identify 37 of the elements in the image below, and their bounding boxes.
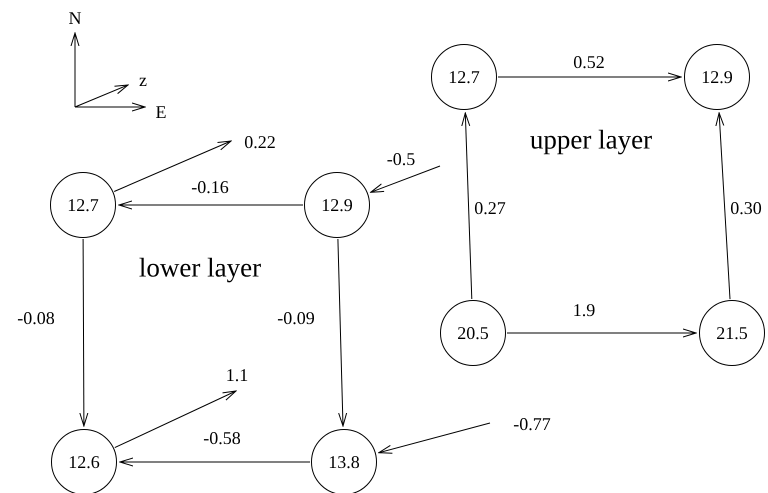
edge-label: -0.58 — [203, 429, 241, 447]
edge-label: -0.16 — [191, 178, 229, 196]
arrow — [498, 72, 682, 82]
edge-label: 0.27 — [474, 199, 506, 217]
arrow — [79, 238, 88, 426]
arrow — [506, 328, 696, 338]
layer-label: upper layer — [530, 126, 652, 154]
edge-label: 1.1 — [226, 366, 248, 384]
arrow — [114, 390, 236, 448]
node-value: 12.9 — [321, 194, 353, 216]
arrow — [370, 166, 440, 193]
arrow — [378, 422, 490, 454]
node-value: 13.8 — [328, 452, 360, 472]
edge-label: 1.9 — [572, 301, 596, 319]
arrow — [337, 238, 348, 426]
node-value: 21.5 — [716, 322, 748, 344]
node-value: 12.7 — [67, 194, 99, 216]
axis-label: E — [156, 103, 166, 121]
edge-label: -0.77 — [513, 415, 551, 433]
edge-label: -0.09 — [277, 309, 315, 327]
arrow — [461, 112, 472, 300]
edge-label: 0.22 — [244, 133, 276, 151]
axis-label: N — [68, 9, 82, 27]
edge-label: 0.30 — [730, 199, 762, 217]
arrow — [118, 200, 304, 210]
axis-label: z — [139, 71, 147, 89]
layer-label: lower layer — [138, 254, 262, 282]
node-value: 12.7 — [448, 66, 480, 88]
arrow — [120, 458, 310, 466]
node-value: 12.9 — [701, 66, 733, 88]
node-value: 20.5 — [457, 322, 489, 344]
edge-label: -0.5 — [386, 150, 416, 168]
arrow — [715, 112, 730, 300]
arrow — [114, 140, 232, 192]
edge-label: 0.52 — [573, 53, 605, 71]
node-value: 12.6 — [68, 452, 100, 472]
edge-label: -0.08 — [17, 309, 55, 327]
